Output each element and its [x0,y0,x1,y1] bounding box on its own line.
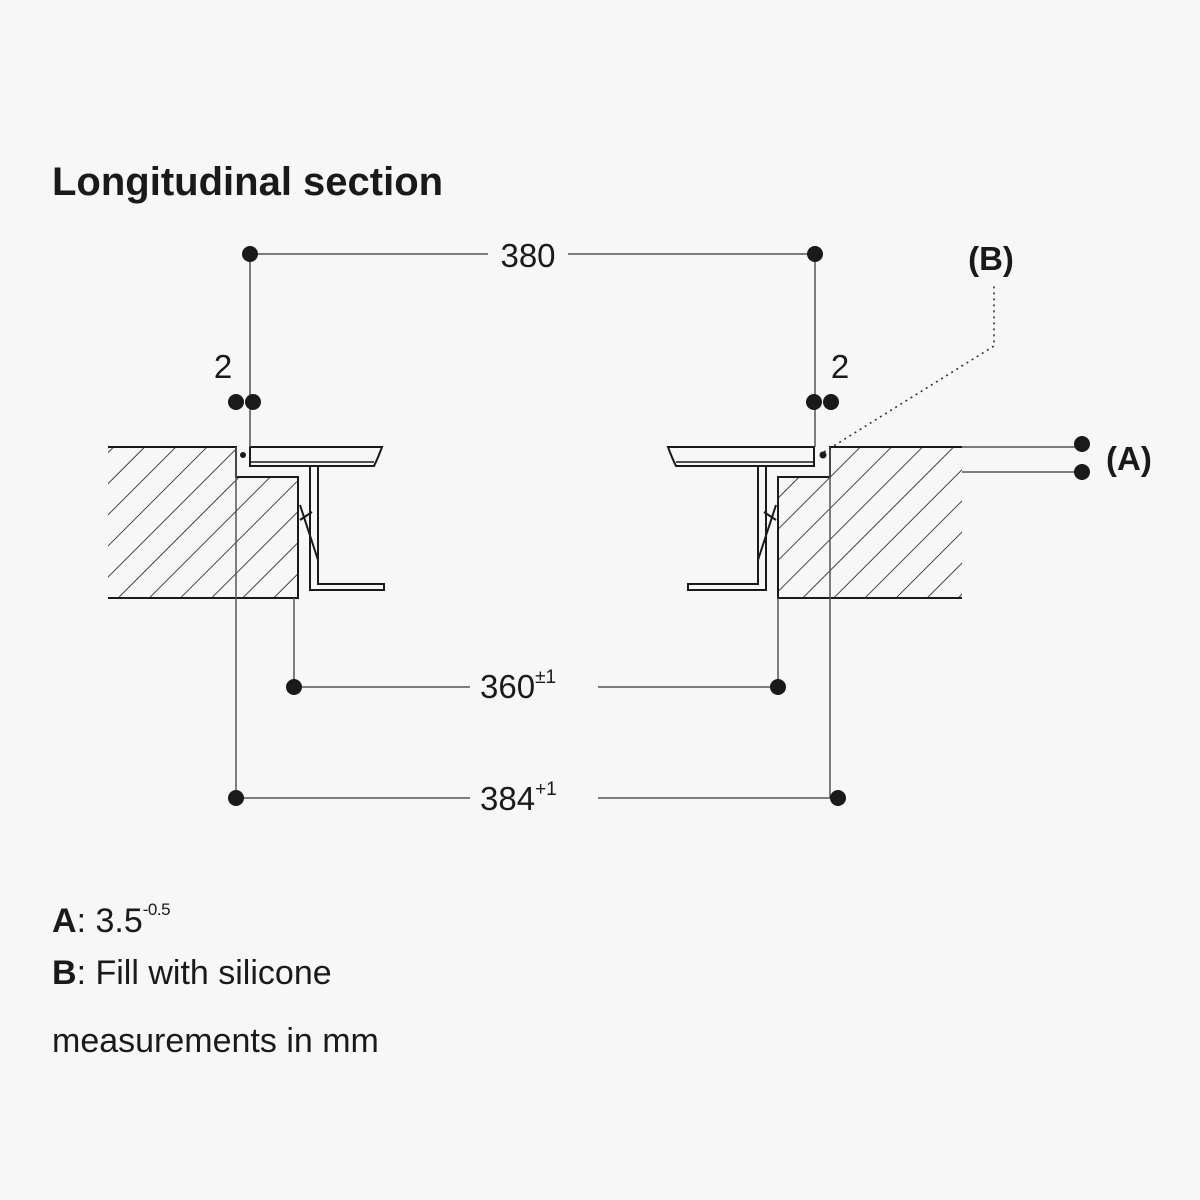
dim-gap-right-label: 2 [831,348,849,385]
legend-sep-a: : [76,902,87,940]
callout-a-lines [962,446,1082,473]
legend: A: 3.5-0.5 B: Fill with silicone [52,884,332,999]
units-note: measurements in mm [52,1022,379,1060]
callout-b-label: (B) [968,240,1014,277]
dim-384-tolerance: +1 [535,779,557,800]
worktop-right [777,446,962,599]
dim-384-label: 384+1 [480,779,557,817]
callout-a-label: (A) [1106,440,1152,477]
hob-edge-left [249,446,384,467]
dim-gap-right-end-b [823,394,839,410]
dim-360-value: 360 [480,668,535,705]
dim-360 [293,598,779,688]
silicone-point-left [240,452,246,458]
dim-gap-left-end-b [245,394,261,410]
dim-gap-left-end-a [228,394,244,410]
dim-gap-right-end-a [806,394,822,410]
hob-edge-right [666,446,815,467]
diagram-title: Longitudinal section [52,160,444,204]
legend-value-a: 3.5 [95,902,143,940]
legend-key-b: B [52,954,77,992]
legend-row-a: A: 3.5-0.5 [52,884,332,947]
dim-380-end-right [807,246,823,262]
dim-384-value: 384 [480,780,535,817]
legend-tolerance-a: -0.5 [142,900,171,919]
dim-384-end-left [228,790,244,806]
dim-360-end-right [770,679,786,695]
dim-360-end-left [286,679,302,695]
worktop-left [108,446,299,599]
bracket-left [299,466,385,591]
dim-380-end-left [242,246,258,262]
dim-380 [249,253,816,447]
callout-a-end-top [1074,436,1090,452]
dim-384-end-right [830,790,846,806]
dim-360-label: 360±1 [480,667,556,705]
dim-380-label: 380 [500,237,555,274]
dim-384 [235,447,831,799]
bracket-right [687,466,777,591]
callout-b-leader [823,284,995,453]
dim-360-tolerance: ±1 [535,667,556,688]
legend-sep-b: : [76,954,87,992]
dim-gap-left-label: 2 [214,348,232,385]
callout-a-end-bottom [1074,464,1090,480]
legend-key-a: A [52,902,77,940]
silicone-point [819,451,827,459]
legend-value-b: Fill with silicone [95,954,332,992]
legend-row-b: B: Fill with silicone [52,947,332,999]
